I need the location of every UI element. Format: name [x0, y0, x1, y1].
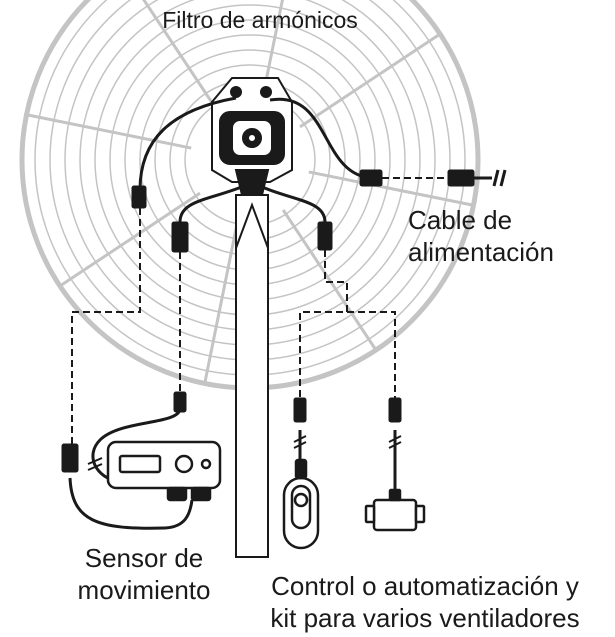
fan-guard-spoke: [142, 0, 219, 111]
fan-guard-spoke: [60, 191, 201, 287]
power-cable-text-2: alimentación: [408, 237, 554, 267]
fan-guard-spoke: [203, 218, 240, 382]
power-cable-label: Cable de alimentación: [408, 204, 604, 268]
motion-sensor-box: [106, 440, 222, 502]
cable-break-marks: [87, 435, 402, 471]
control-pendant: [282, 458, 320, 550]
harmonic-filter-text: Filtro de armónicos: [162, 7, 358, 33]
harmonic-filter-motor: [211, 77, 293, 196]
harmonic-filter-label: Filtro de armónicos: [0, 4, 520, 36]
motion-sensor-text-2: movimiento: [77, 575, 211, 605]
multi-fan-junction: [364, 488, 426, 532]
fan-guard-spoke: [299, 33, 440, 129]
fan-guard-spoke: [28, 113, 192, 150]
motion-sensor-text-1: Sensor de: [84, 543, 204, 573]
connectors: [61, 169, 475, 473]
power-cable-text-1: Cable de: [408, 205, 513, 235]
fan-stand-pole: [235, 194, 269, 558]
fan-guard-spoke: [260, 0, 284, 102]
control-text-2: kit para varios ventiladores: [270, 603, 580, 633]
motion-sensor-label: Sensor de movimiento: [44, 542, 244, 606]
fan-guard-spoke: [281, 209, 377, 350]
dashed-cables: [71, 177, 448, 444]
control-label: Control o automatización y kit para vari…: [240, 570, 610, 634]
fan-guard-spoke: [308, 170, 472, 207]
power-cable-end: [474, 169, 507, 187]
control-text-1: Control o automatización y: [271, 571, 579, 601]
